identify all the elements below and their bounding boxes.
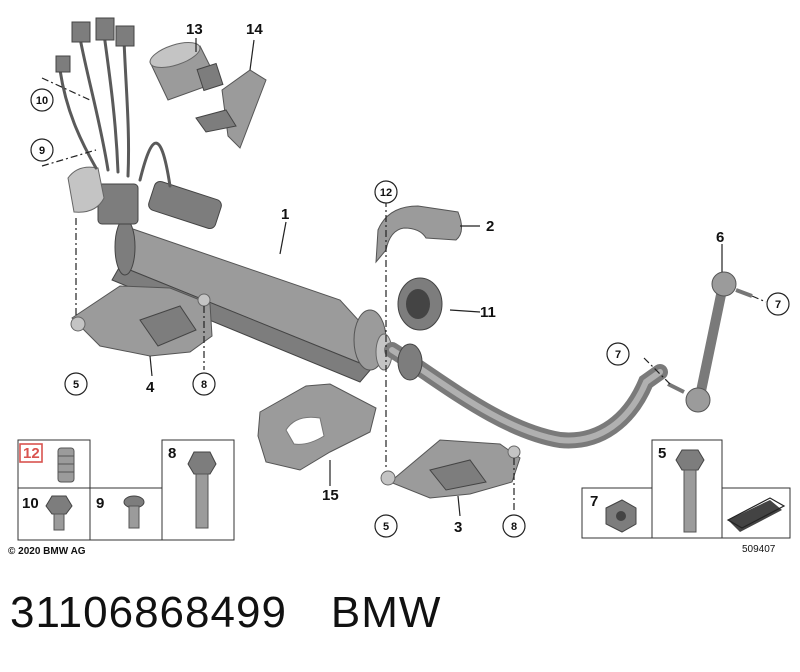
small-parts-legend-right: 7 5 (581, 439, 791, 539)
callout-11: 11 (480, 304, 496, 321)
bracket-3 (380, 439, 521, 499)
ref-5-circle-bottom: 5 (374, 514, 398, 538)
legend-8: 8 (168, 445, 176, 462)
svg-text:9: 9 (39, 145, 45, 157)
axis-line-10 (41, 77, 91, 101)
ref-10-circle: 10 (30, 88, 54, 112)
legend-9: 9 (96, 495, 104, 512)
callout-1: 1 (281, 206, 289, 223)
callout-3: 3 (454, 519, 462, 536)
legend-10: 10 (22, 495, 39, 512)
callout-2: 2 (486, 218, 494, 235)
ref-8-circle-bottom: 8 (502, 514, 526, 538)
legend-7: 7 (590, 493, 598, 510)
callout-13: 13 (186, 21, 203, 38)
ref-7-circle-right: 7 (766, 292, 790, 316)
svg-text:12: 12 (380, 187, 392, 199)
callout-4: 4 (146, 379, 155, 396)
ref-7-circle-mid: 7 (606, 342, 630, 366)
svg-text:5: 5 (73, 379, 79, 391)
image-number: 509407 (742, 544, 776, 555)
wiring-harness (55, 17, 172, 188)
svg-text:7: 7 (775, 299, 781, 311)
control-module (149, 42, 224, 101)
parts-diagram: 1 2 3 4 6 11 13 14 15 10 9 5 8 12 7 7 5 … (8, 17, 791, 557)
small-parts-legend-left: 12 10 9 8 (17, 439, 235, 541)
legend-12: 12 (23, 445, 40, 462)
axis-line-9 (41, 149, 97, 167)
ref-8-circle-left: 8 (192, 372, 216, 396)
bracket-4 (70, 285, 213, 357)
axis-line-7b (751, 295, 767, 303)
svg-text:8: 8 (201, 379, 207, 391)
svg-text:5: 5 (383, 521, 389, 533)
legend-5: 5 (658, 445, 666, 462)
part-caption: 31106868499 BMW (10, 588, 441, 648)
svg-text:8: 8 (511, 521, 517, 533)
callout-14: 14 (246, 21, 263, 38)
stabilizer-bar (384, 342, 668, 449)
ref-12-circle: 12 (374, 180, 398, 204)
svg-text:7: 7 (615, 349, 621, 361)
bracket-15 (257, 383, 377, 471)
highlight-box (19, 443, 43, 463)
axis-line-7a (643, 357, 671, 385)
mounting-bracket-14 (195, 69, 267, 149)
ref-9-circle: 9 (30, 138, 54, 162)
rubber-bushing-11 (397, 277, 443, 331)
svg-text:10: 10 (36, 95, 48, 107)
brand-name: BMW (330, 588, 442, 637)
clamp-2 (375, 205, 462, 264)
copyright-text: © 2020 BMW AG (8, 546, 86, 557)
callout-15: 15 (322, 487, 339, 504)
stabilizer-link-6 (667, 271, 753, 413)
callout-6: 6 (716, 229, 724, 246)
part-number: 31106868499 (10, 588, 287, 637)
ref-5-circle-left: 5 (64, 372, 88, 396)
